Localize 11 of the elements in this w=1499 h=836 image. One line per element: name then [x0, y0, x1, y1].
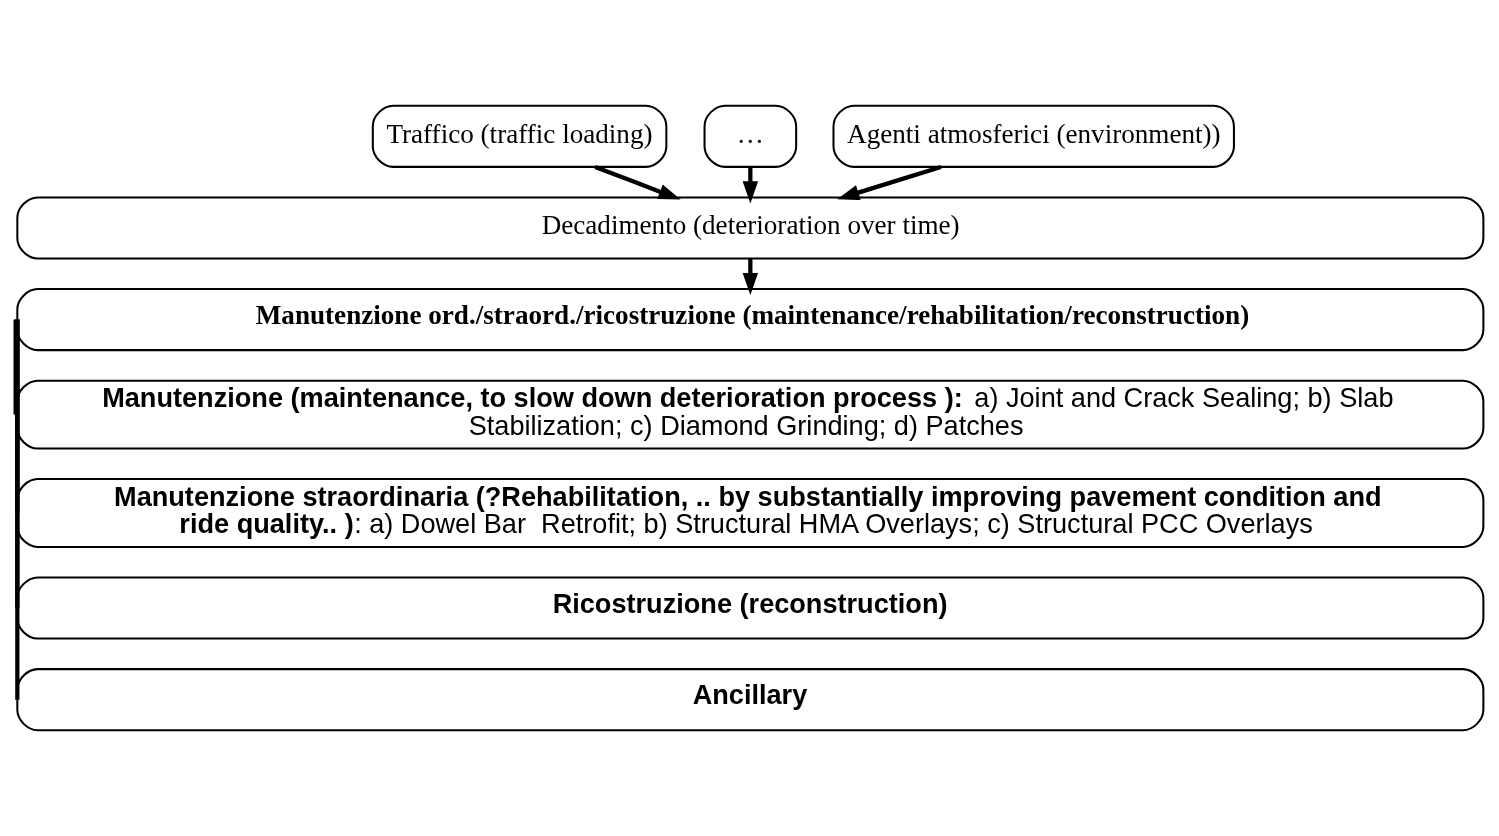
node-box: Manutenzione ord./straord./ricostruzione (maintenance/rehabilitation/reconstruction) — [16, 288, 1485, 352]
node-box: … — [703, 104, 798, 168]
connector — [13, 319, 18, 415]
node-box: Agenti atmosferici (environment)) — [832, 104, 1235, 168]
node-box: Traffico (traffic loading) — [371, 104, 668, 168]
node-box: Ancillary — [16, 668, 1485, 732]
node-box: Manutenzione straordinaria (?Rehabilitation, .. by substantially improving pavement condition and ride quality.. ): a) Dowel Bar Retrofit; b) Structural HMA Overlays; c) Structural PCC Overlays — [16, 478, 1485, 548]
node-box: Manutenzione (maintenance, to slow down deterioration process ): a) Joint and Crack Sealing; b) Slab Stabilization; c) Diamond Grinding; d) Patches — [16, 379, 1485, 450]
node-box: Ricostruzione (reconstruction) — [16, 576, 1485, 640]
connector — [15, 319, 20, 700]
node-box: Decadimento (deterioration over time) — [16, 196, 1485, 260]
